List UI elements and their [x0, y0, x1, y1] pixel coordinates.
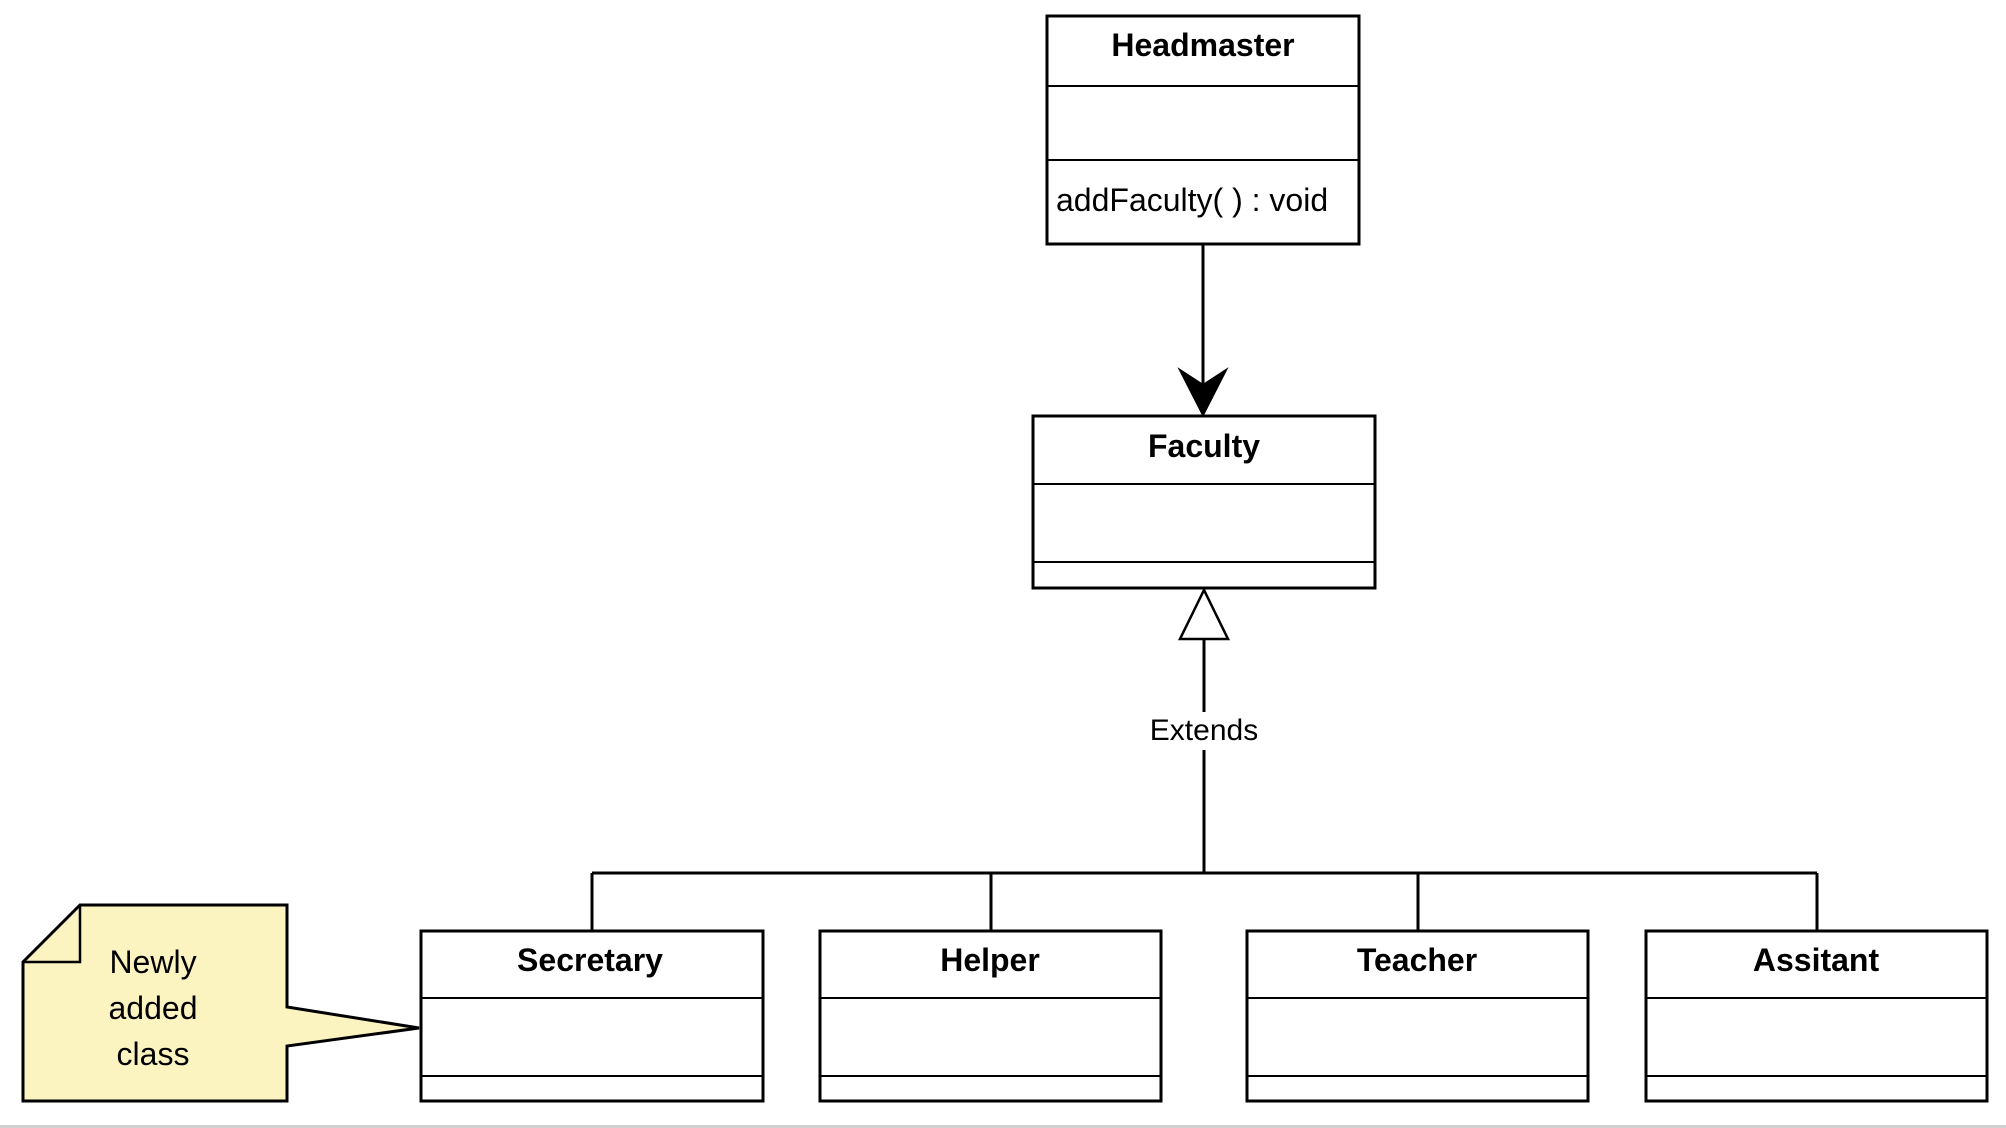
class-name-assistant: Assitant — [1753, 942, 1880, 978]
class-name-secretary: Secretary — [517, 942, 663, 978]
note-fold-corner — [23, 905, 82, 964]
class-name-helper: Helper — [940, 942, 1040, 978]
generalization-extends: Extends — [590, 587, 1819, 931]
class-helper[interactable]: Helper — [818, 929, 1163, 1103]
class-name-headmaster: Headmaster — [1111, 27, 1294, 63]
note-line-3: class — [117, 1036, 190, 1072]
note-shape — [21, 903, 420, 1103]
class-assistant[interactable]: Assitant — [1644, 929, 1989, 1103]
note-line-2: added — [109, 990, 198, 1026]
extends-label: Extends — [1150, 714, 1258, 747]
generalization-triangle — [1177, 587, 1231, 641]
association-arrow — [1177, 244, 1229, 418]
bottom-divider — [0, 1125, 2006, 1128]
class-teacher[interactable]: Teacher — [1245, 929, 1590, 1103]
method-add-faculty: addFaculty( ) : void — [1056, 182, 1328, 218]
class-headmaster[interactable]: Headmaster addFaculty( ) : void — [1045, 14, 1361, 246]
class-faculty[interactable]: Faculty — [1031, 414, 1377, 590]
class-name-teacher: Teacher — [1357, 942, 1477, 978]
class-name-faculty: Faculty — [1148, 428, 1260, 464]
note-callout[interactable]: Newly added class — [21, 903, 420, 1103]
note-line-1: Newly — [109, 944, 196, 980]
arrowhead-filled — [1177, 367, 1229, 418]
class-secretary[interactable]: Secretary — [419, 929, 765, 1103]
